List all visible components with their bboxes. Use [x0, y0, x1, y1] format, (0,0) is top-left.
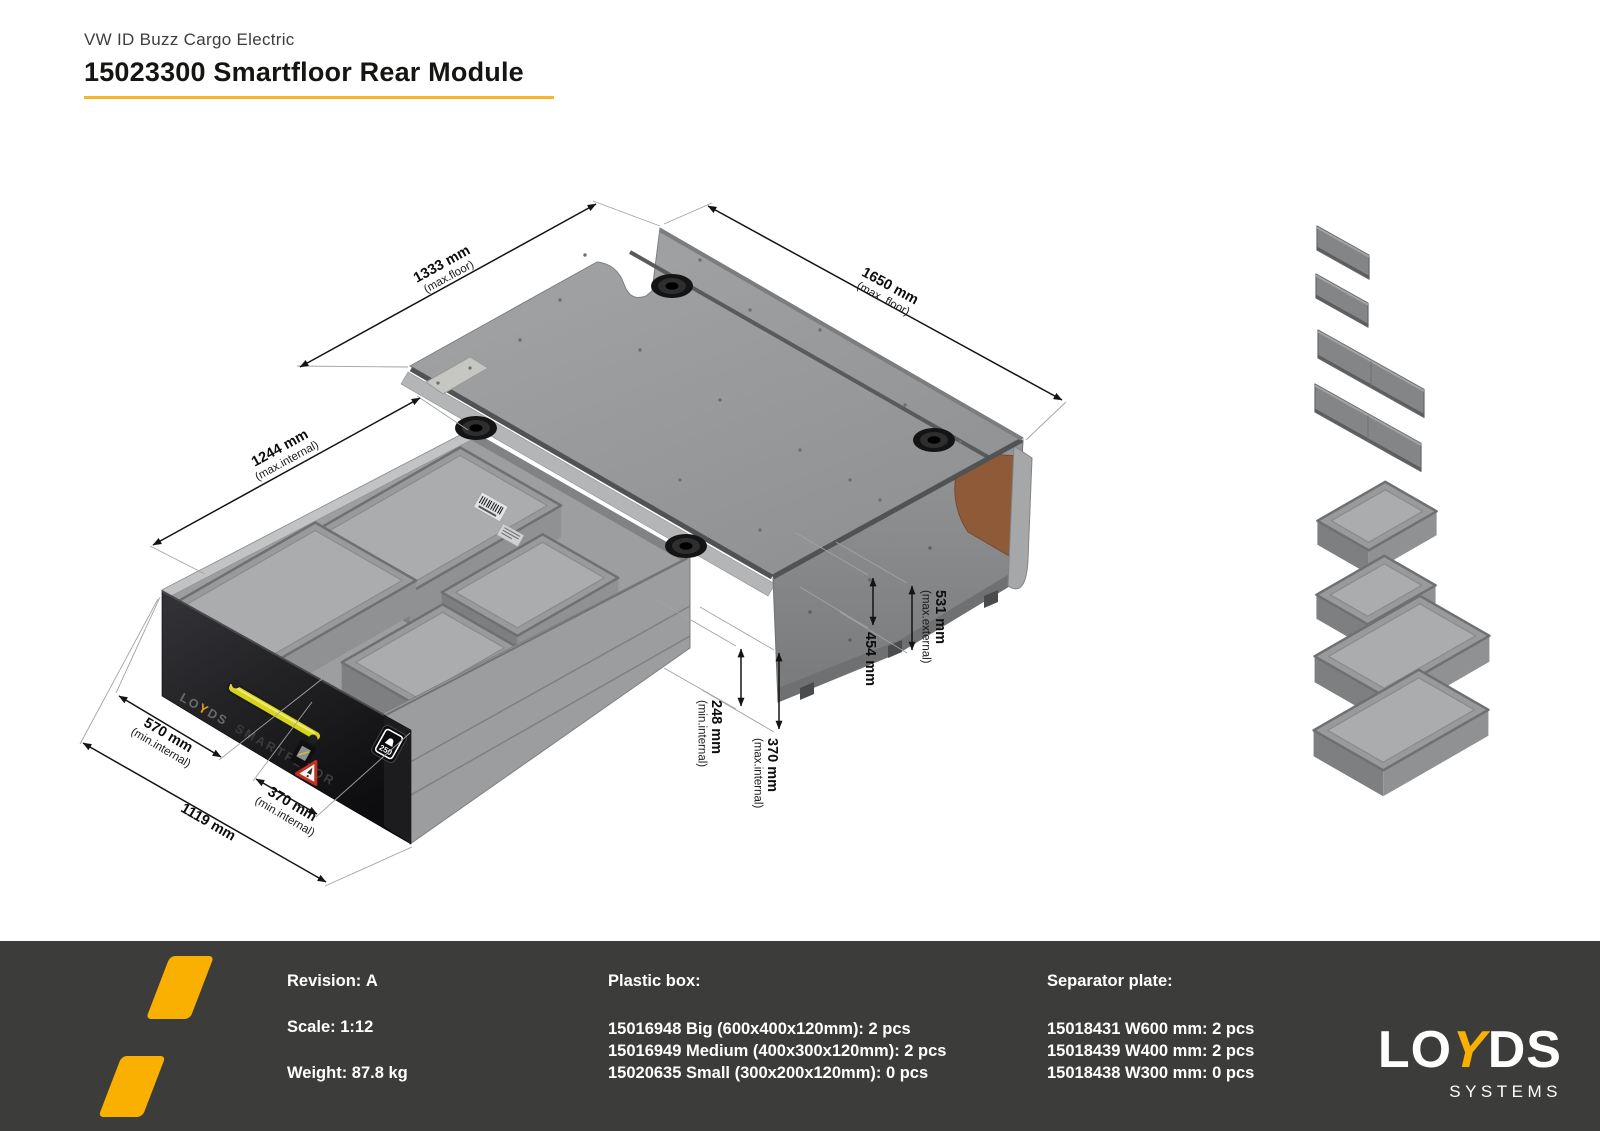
plastic-box-list: Plastic box: 15016948 Big (600x400x120mm…: [608, 972, 946, 1084]
revision-value: A: [365, 972, 378, 990]
drawing-shape: [1326, 677, 1476, 763]
logo-y: Y: [1445, 1021, 1495, 1079]
logo-lo: LO: [1377, 1021, 1453, 1079]
scale-label: Scale:: [287, 1018, 336, 1036]
lashing-ring: [455, 416, 497, 440]
dimension-label-248: 248 mm(min.internal): [696, 700, 725, 767]
drawing-shape: [1316, 225, 1370, 280]
drawing-shape: [1315, 274, 1369, 306]
footer: Revision: A Scale: 1:12 Weight: 87.8 kg …: [0, 941, 1600, 1131]
drawing-shape: [1383, 709, 1489, 797]
dimension-label-1119: 1119 mm: [178, 800, 238, 844]
base-bottom-band: [778, 570, 1016, 702]
drawing-shape: [455, 541, 606, 629]
dimension-line-1119: [82, 742, 327, 883]
dimension-label-370-front: 370 mm(min.internal): [253, 781, 325, 840]
separator-plate-title: Separator plate:: [1047, 972, 1173, 990]
drawer-back-wall: [466, 430, 690, 562]
dimension-label-370-side: 370 mm(max.internal): [752, 738, 781, 808]
revision-row: Revision: A: [287, 972, 408, 992]
page-title: 15023300 Smartfloor Rear Module: [84, 57, 524, 87]
lashing-ring: [665, 534, 707, 558]
lashing-ring: [651, 274, 693, 298]
drawing-shape: [1313, 730, 1384, 797]
dimension-label-1650: 1650 mm(max. floor): [853, 265, 921, 320]
dimension-label-1333: 1333 mm(max.floor): [411, 243, 479, 298]
base-foot: [888, 640, 902, 658]
weight-value: 87.8 kg: [351, 1064, 408, 1082]
logo-systems: SYSTEMS: [1449, 1082, 1562, 1101]
loyds-slash-icon: [145, 956, 215, 1019]
floor-front-right-edge: [771, 437, 1024, 580]
separator-plate-list: Separator plate: 15018431 W600 mm: 2 pcs…: [1047, 972, 1254, 1084]
drawing-shape: [1315, 294, 1369, 327]
end-flap: [1007, 445, 1033, 590]
barcode-label: [473, 491, 525, 548]
footer-specs: Revision: A Scale: 1:12 Weight: 87.8 kg: [287, 972, 408, 1110]
base-foot: [984, 590, 998, 608]
plastic-box-item: 15016949 Medium (400x300x120mm): 2 pcs: [608, 1042, 947, 1060]
separator-plate-item: 15018431 W600 mm: 2 pcs: [1047, 1020, 1255, 1038]
loyds-slash-icon: [98, 1056, 166, 1117]
lashing-ring: [913, 428, 955, 452]
dimension-line-1244: [152, 397, 421, 546]
plastic-boxes: [1312, 480, 1491, 797]
weight-label: Weight:: [287, 1064, 348, 1082]
plastic-box-item: 15020635 Small (300x200x120mm): 0 pcs: [608, 1064, 929, 1082]
header: VW ID Buzz Cargo Electric 15023300 Smart…: [84, 30, 524, 88]
dimension-line-1333: [299, 203, 597, 368]
drawing-shape: [1316, 246, 1370, 279]
vehicle-subtitle: VW ID Buzz Cargo Electric: [84, 30, 295, 49]
scale-value: 1:12: [340, 1018, 374, 1036]
drawing-shape: [1329, 563, 1423, 617]
dimension-label-1244: 1244 mm(max.internal): [245, 425, 320, 484]
plastic-box-title: Plastic box:: [608, 972, 701, 990]
weight-row: Weight: 87.8 kg: [287, 1064, 408, 1084]
drawer-handle[interactable]: [227, 679, 322, 744]
load-badge: 250: [371, 725, 407, 763]
drawing-shape: [1317, 330, 1425, 392]
separator-plate-item: 15018439 W400 mm: 2 pcs: [1047, 1042, 1255, 1060]
drawing-shape: [1314, 384, 1422, 446]
logo-ds: DS: [1487, 1021, 1562, 1079]
dimension-label-531: 531 mm(max.external): [920, 590, 949, 664]
dimension-line-1650: [707, 205, 1063, 401]
drawing-shape: [1317, 520, 1369, 575]
revision-label: Revision:: [287, 972, 362, 990]
separator-plates: [1314, 225, 1425, 472]
drawing-shape: [1316, 226, 1370, 258]
dimension-label-570: 570 mm(min.internal): [129, 712, 201, 771]
loyds-logo: LOYDS SYSTEMS: [1340, 1021, 1562, 1101]
drawing-shape: [1330, 489, 1424, 543]
separator-plate-item: 15018438 W300 mm: 0 pcs: [1047, 1064, 1255, 1082]
dimension-label-454: 454 mm: [862, 632, 878, 686]
scale-row: Scale: 1:12: [287, 1018, 408, 1038]
base-foot: [800, 682, 814, 700]
title-underline: [84, 96, 554, 99]
logo-wordmark: LOYDS: [1340, 1021, 1562, 1079]
plastic-box-item: 15016948 Big (600x400x120mm): 2 pcs: [608, 1020, 911, 1038]
drawing-shape: [1315, 273, 1369, 328]
floor-front-left-edge: [409, 366, 774, 580]
